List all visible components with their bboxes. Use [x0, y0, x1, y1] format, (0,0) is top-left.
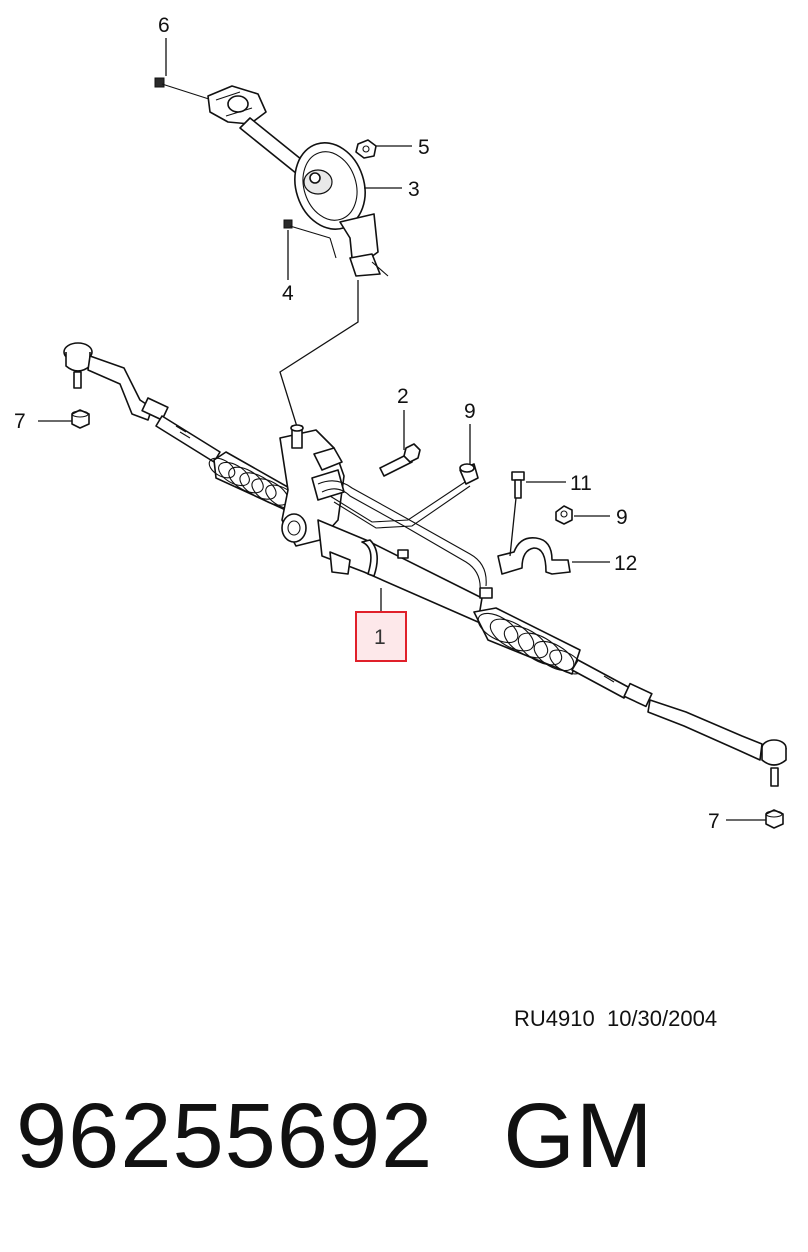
part-footer: 96255692 GM [16, 1085, 654, 1187]
bolt-part-11 [511, 471, 525, 499]
callout-4: 4 [282, 282, 294, 305]
part-number: 96255692 [16, 1085, 434, 1187]
bolt-part-6 [154, 77, 213, 101]
bushing-part-9-upper [459, 463, 479, 485]
diagram-date: 10/30/2004 [606, 1006, 718, 1031]
bolt-part-4 [283, 219, 337, 259]
steering-shaft-joint [154, 77, 389, 277]
nut-part-5 [355, 139, 377, 159]
callout-6: 6 [158, 14, 170, 37]
callout-9-lower: 9 [616, 506, 628, 529]
callout-1: 1 [374, 626, 386, 649]
callout-12: 12 [614, 552, 637, 575]
callout-2: 2 [397, 385, 409, 408]
diagram-caption: RU4910 10/30/2004 [514, 1006, 717, 1032]
rack-housing-part-1 [279, 424, 493, 623]
callout-7-left: 7 [14, 410, 26, 433]
reference-code: RU4910 [514, 1006, 595, 1031]
left-tie-rod-end [63, 342, 221, 463]
callout-9-upper: 9 [464, 400, 476, 423]
highlight-box-part-1 [355, 611, 407, 662]
steering-gear-diagram: 1 2 3 4 5 6 7 7 9 9 11 12 [14, 14, 787, 833]
clamp-part-12 [497, 536, 571, 575]
right-tie-rod-end [571, 659, 787, 787]
nut-part-7-left [71, 409, 90, 429]
bolt-part-2 [379, 443, 421, 477]
callout-11: 11 [570, 472, 592, 495]
boot-seal-part-3 [294, 142, 366, 230]
callout-3: 3 [408, 178, 420, 201]
leader-lines [38, 38, 766, 821]
right-bellows-boot [473, 607, 583, 675]
callout-5: 5 [418, 136, 430, 159]
nut-part-9-lower [555, 505, 573, 525]
callout-7-right: 7 [708, 810, 720, 833]
brand-name: GM [503, 1085, 654, 1187]
nut-part-7-right [765, 809, 784, 829]
